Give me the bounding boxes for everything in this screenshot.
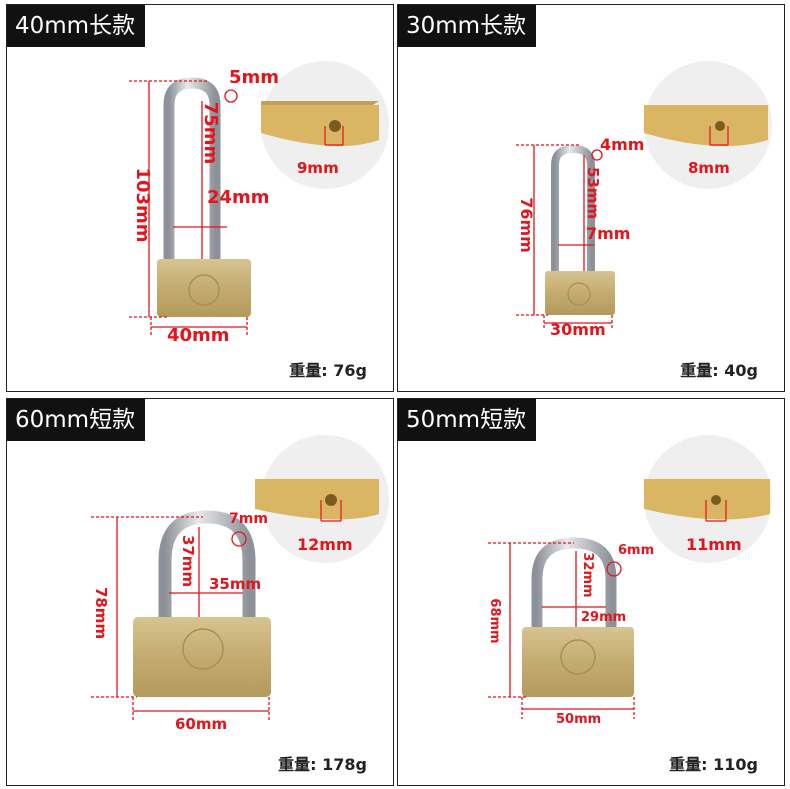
dim-width: 40mm xyxy=(167,325,230,346)
dim-inner-width: 24mm xyxy=(207,187,270,208)
dim-shackle-dia: 4mm xyxy=(600,135,644,154)
dim-keyhole: 8mm xyxy=(688,159,730,177)
dim-shackle-dia: 5mm xyxy=(229,67,279,88)
brass-padlock-body xyxy=(545,271,615,315)
dim-width: 50mm xyxy=(556,712,601,727)
dim-total-height: 76mm xyxy=(517,197,536,253)
dim-shackle-height: 75mm xyxy=(200,102,221,165)
panel-title: 40mm长款 xyxy=(7,5,146,47)
panel-30mm-long: 30mm长款 xyxy=(397,4,785,392)
brass-padlock-body xyxy=(133,617,271,697)
keyhole-closeup-inset xyxy=(644,61,772,189)
brass-padlock-body xyxy=(157,259,251,317)
dim-shackle-dia: 7mm xyxy=(229,511,268,527)
dim-total-height: 78mm xyxy=(92,587,110,639)
panel-60mm-short: 60mm短款 xyxy=(6,398,394,786)
dim-inner-width: 35mm xyxy=(209,575,261,593)
brass-padlock-body xyxy=(522,627,634,697)
keyhole-closeup-inset xyxy=(255,435,389,563)
dim-shackle-dia: 6mm xyxy=(618,543,654,558)
dim-keyhole: 11mm xyxy=(686,535,742,554)
weight-info: 重量: 178g xyxy=(278,755,367,774)
keyhole-closeup-inset xyxy=(644,435,772,563)
panel-40mm-long: 40mm长款 xyxy=(6,4,394,392)
dim-width: 30mm xyxy=(550,320,606,339)
dim-keyhole: 12mm xyxy=(297,535,353,554)
dim-width: 60mm xyxy=(175,715,227,733)
keyhole-closeup-inset xyxy=(261,61,389,189)
dim-shackle-height: 53mm xyxy=(584,167,602,219)
dim-keyhole: 9mm xyxy=(297,159,339,177)
steel-shackle xyxy=(551,144,595,277)
dim-total-height: 103mm xyxy=(132,167,153,242)
padlock-diagram: 103mm 75mm 24mm 5mm 40mm 9mm xyxy=(129,61,389,346)
panel-50mm-short: 50mm短款 xyxy=(397,398,785,786)
dim-inner-width: 7mm xyxy=(586,224,630,243)
padlock-diagram: 78mm 37mm 35mm 7mm 60mm 12mm xyxy=(91,435,389,733)
panel-title: 60mm短款 xyxy=(7,399,146,441)
weight-info: 重量: 40g xyxy=(680,361,758,380)
weight-info: 重量: 76g xyxy=(289,361,367,380)
panel-title: 30mm长款 xyxy=(398,5,537,47)
weight-info: 重量: 110g xyxy=(669,755,758,774)
dim-shackle-height: 37mm xyxy=(179,535,197,587)
dim-total-height: 68mm xyxy=(487,598,502,643)
steel-shackle xyxy=(163,77,221,269)
steel-shackle xyxy=(158,510,256,625)
padlock-diagram: 76mm 53mm 7mm 4mm 30mm 8mm xyxy=(516,61,772,339)
padlock-diagram: 68mm 32mm 29mm 6mm 50mm 11mm xyxy=(487,435,772,727)
dim-shackle-height: 32mm xyxy=(580,552,595,597)
panel-title: 50mm短款 xyxy=(398,399,537,441)
dim-inner-width: 29mm xyxy=(581,610,626,625)
